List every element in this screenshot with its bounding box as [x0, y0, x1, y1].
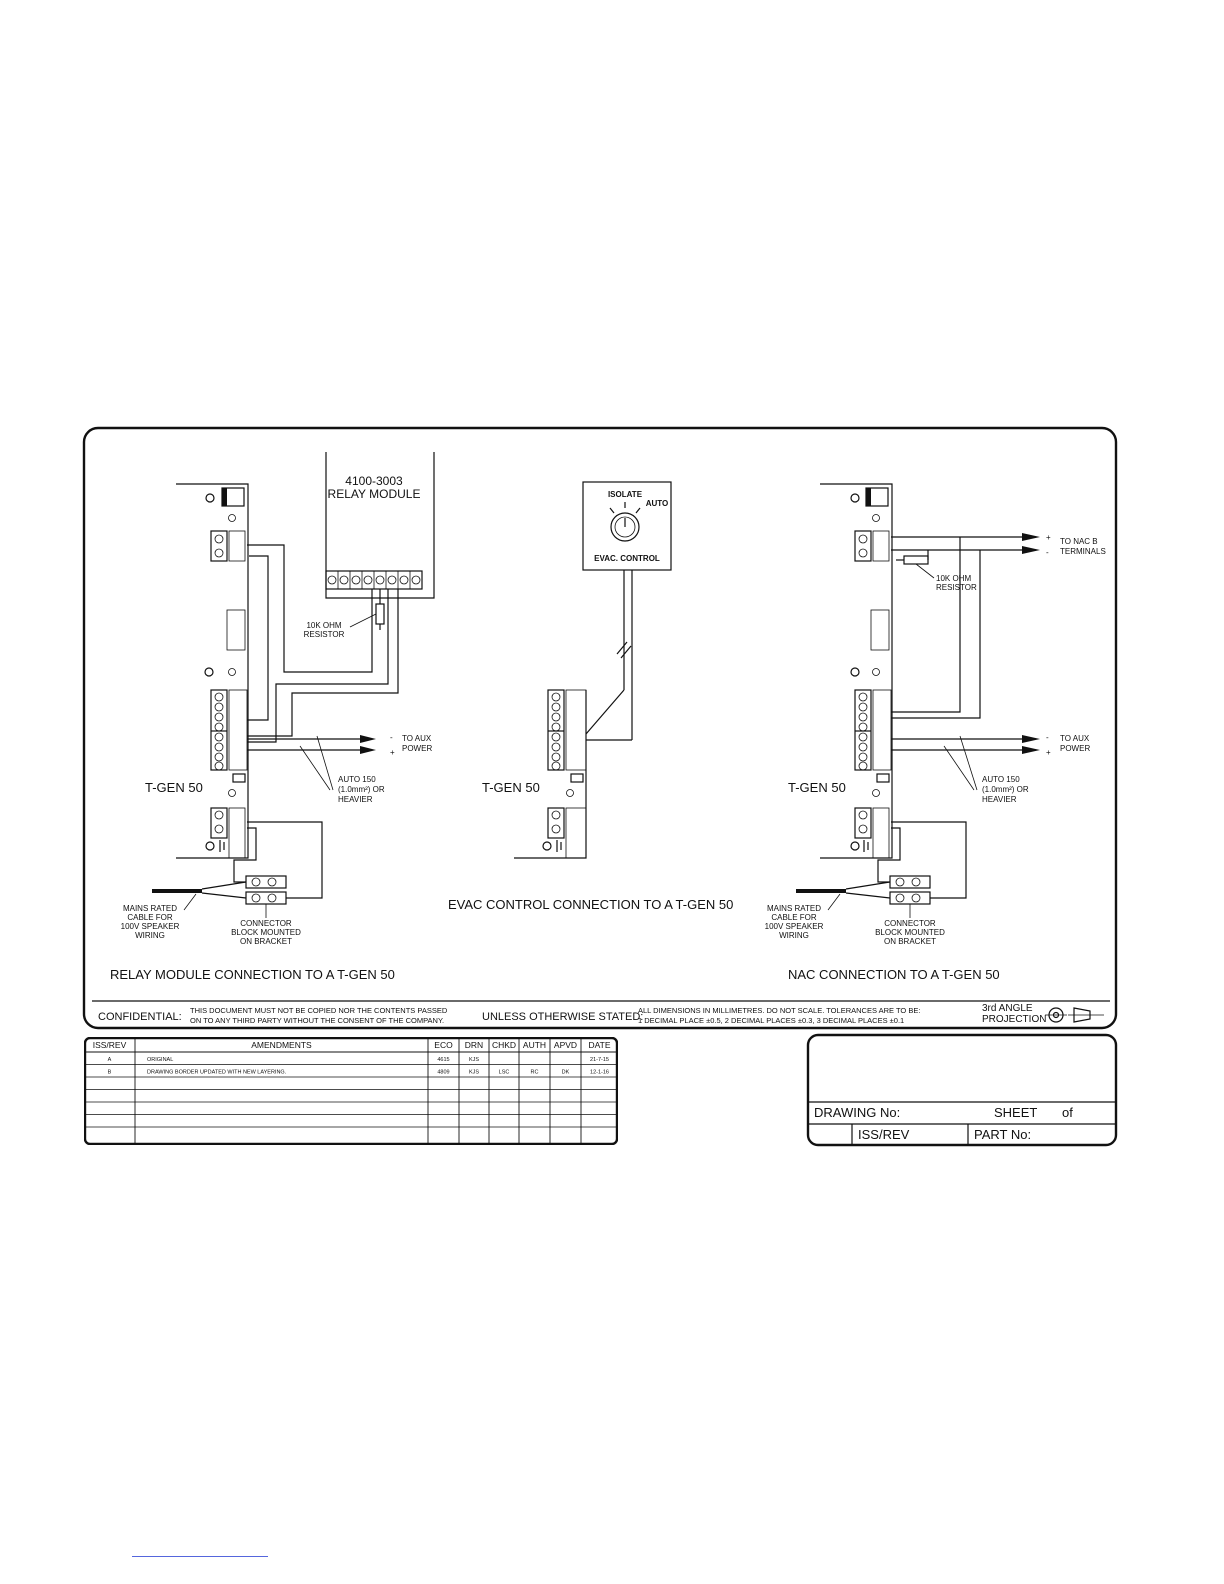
rev-header-eco: ECO	[434, 1040, 453, 1050]
svg-text:+: +	[390, 748, 395, 757]
svg-text:PROJECTION: PROJECTION	[982, 1014, 1046, 1025]
svg-text:+: +	[1046, 748, 1051, 757]
iss-rev-label: ISS/REV	[858, 1127, 910, 1142]
svg-text:10K OHM: 10K OHM	[306, 621, 341, 630]
rev-cell: LSC	[499, 1070, 510, 1076]
svg-text:MAINS RATED: MAINS RATED	[123, 904, 177, 913]
sheet-of-label: of	[1062, 1105, 1073, 1120]
rev-header-amendments: AMENDMENTS	[251, 1040, 312, 1050]
svg-text:100V SPEAKER: 100V SPEAKER	[765, 922, 824, 931]
svg-text:CABLE FOR: CABLE FOR	[127, 913, 173, 922]
nac-resistor	[903, 555, 929, 565]
svg-text:HEAVIER: HEAVIER	[982, 795, 1017, 804]
rev-cell: ORIGINAL	[147, 1057, 173, 1063]
svg-text:-: -	[390, 733, 393, 742]
rev-cell: 12-1-16	[590, 1070, 609, 1076]
drawing-no-label: DRAWING No:	[814, 1105, 900, 1120]
rev-cell: KJS	[469, 1070, 479, 1076]
svg-text:AUTO: AUTO	[646, 499, 669, 508]
svg-text:POWER: POWER	[1060, 744, 1090, 753]
relay-module-part: 4100-3003	[345, 474, 403, 488]
svg-text:EVAC. CONTROL: EVAC. CONTROL	[594, 554, 660, 563]
relay-module-diagram: 4100-3003 RELAY MODULE 10K OHM RESISTOR …	[110, 452, 435, 982]
tgen-label-evac: T-GEN 50	[482, 780, 540, 795]
page-link-underline[interactable]	[132, 1556, 268, 1557]
rev-header-date: DATE	[588, 1040, 610, 1050]
tgen-board-outline	[176, 483, 249, 859]
drawing-border	[82, 426, 1118, 1030]
svg-text:(1.0mm²) OR: (1.0mm²) OR	[982, 785, 1029, 794]
svg-text:CONNECTOR: CONNECTOR	[884, 919, 936, 928]
evac-control-box	[582, 481, 672, 571]
svg-text:ON BRACKET: ON BRACKET	[240, 937, 292, 946]
svg-text:(1.0mm²) OR: (1.0mm²) OR	[338, 785, 385, 794]
svg-text:+: +	[1046, 533, 1051, 542]
third-angle-projection-icon	[1045, 1007, 1104, 1023]
rev-cell: DK	[562, 1070, 570, 1076]
rev-cell: 21-7-15	[590, 1057, 609, 1063]
svg-text:10K OHM: 10K OHM	[936, 574, 971, 583]
svg-text:WIRING: WIRING	[135, 931, 165, 940]
svg-text:100V SPEAKER: 100V SPEAKER	[121, 922, 180, 931]
svg-text:RESISTOR: RESISTOR	[304, 630, 345, 639]
svg-text:TO AUX: TO AUX	[1060, 734, 1090, 743]
rev-header-chkd: CHKD	[492, 1040, 516, 1050]
nac-diagram: + - TO NAC B TERMINALS 10K OHM RESISTOR …	[765, 483, 1106, 982]
rev-header-drn: DRN	[465, 1040, 483, 1050]
evac-caption: EVAC CONTROL CONNECTION TO A T-GEN 50	[448, 897, 733, 912]
rev-cell: B	[108, 1070, 112, 1076]
rev-cell: KJS	[469, 1057, 479, 1063]
svg-text:1 DECIMAL PLACE ±0.5, 2 DECIMA: 1 DECIMAL PLACE ±0.5, 2 DECIMAL PLACES ±…	[638, 1016, 904, 1025]
svg-text:BLOCK MOUNTED: BLOCK MOUNTED	[231, 928, 301, 937]
svg-text:CABLE FOR: CABLE FOR	[771, 913, 817, 922]
svg-text:ALL DIMENSIONS IN MILLIMETRES.: ALL DIMENSIONS IN MILLIMETRES. DO NOT SC…	[638, 1006, 920, 1015]
title-block: DRAWING No: SHEET of ISS/REV PART No:	[806, 1033, 1118, 1147]
svg-text:MAINS RATED: MAINS RATED	[767, 904, 821, 913]
svg-text:ON TO ANY THIRD PARTY WITHOUT: ON TO ANY THIRD PARTY WITHOUT THE CONSEN…	[190, 1016, 444, 1025]
svg-text:POWER: POWER	[402, 744, 432, 753]
relay-resistor	[375, 603, 385, 625]
svg-text:HEAVIER: HEAVIER	[338, 795, 373, 804]
rev-cell: A	[108, 1057, 112, 1063]
svg-text:AUTO 150: AUTO 150	[338, 775, 376, 784]
rev-cell: DRAWING BORDER UPDATED WITH NEW LAYERING…	[147, 1070, 287, 1076]
svg-text:ON BRACKET: ON BRACKET	[884, 937, 936, 946]
sheet-label: SHEET	[994, 1105, 1037, 1120]
svg-text:3rd ANGLE: 3rd ANGLE	[982, 1003, 1033, 1014]
svg-text:AUTO 150: AUTO 150	[982, 775, 1020, 784]
svg-text:TERMINALS: TERMINALS	[1060, 547, 1106, 556]
svg-text:-: -	[1046, 733, 1049, 742]
svg-text:TO AUX: TO AUX	[402, 734, 432, 743]
svg-text:RESISTOR: RESISTOR	[936, 583, 977, 592]
tgen-board-outline	[820, 483, 893, 859]
svg-text:THIS DOCUMENT MUST NOT BE COPI: THIS DOCUMENT MUST NOT BE COPIED NOR THE…	[190, 1006, 448, 1015]
part-no-label: PART No:	[974, 1127, 1031, 1142]
svg-text:TO NAC B: TO NAC B	[1060, 537, 1098, 546]
tgen-label-relay: T-GEN 50	[145, 780, 203, 795]
unless-label: UNLESS OTHERWISE STATED:	[482, 1011, 643, 1023]
rev-header-auth: AUTH	[523, 1040, 546, 1050]
rev-cell: 4809	[437, 1070, 449, 1076]
relay-caption: RELAY MODULE CONNECTION TO A T-GEN 50	[110, 967, 395, 982]
svg-text:BLOCK MOUNTED: BLOCK MOUNTED	[875, 928, 945, 937]
rev-header-apvd: APVD	[554, 1040, 577, 1050]
nac-caption: NAC CONNECTION TO A T-GEN 50	[788, 967, 1000, 982]
svg-text:ISOLATE: ISOLATE	[608, 490, 643, 499]
evac-control-diagram: ISOLATE AUTO EVAC. CONTROL T-GEN	[448, 481, 733, 912]
svg-text:WIRING: WIRING	[779, 931, 809, 940]
rev-header-issrev: ISS/REV	[93, 1040, 127, 1050]
svg-text:CONNECTOR: CONNECTOR	[240, 919, 292, 928]
confidential-label: CONFIDENTIAL:	[98, 1011, 182, 1023]
rev-cell: RC	[531, 1070, 539, 1076]
rev-cell: 4615	[437, 1057, 449, 1063]
revision-table: ISS/REV AMENDMENTS ECO DRN CHKD AUTH APVD DATE A…	[84, 1037, 618, 1145]
evac-keyswitch-icon	[610, 512, 640, 542]
svg-text:-: -	[1046, 548, 1049, 557]
tgen-label-nac: T-GEN 50	[788, 780, 846, 795]
relay-module-name: RELAY MODULE	[328, 487, 421, 501]
